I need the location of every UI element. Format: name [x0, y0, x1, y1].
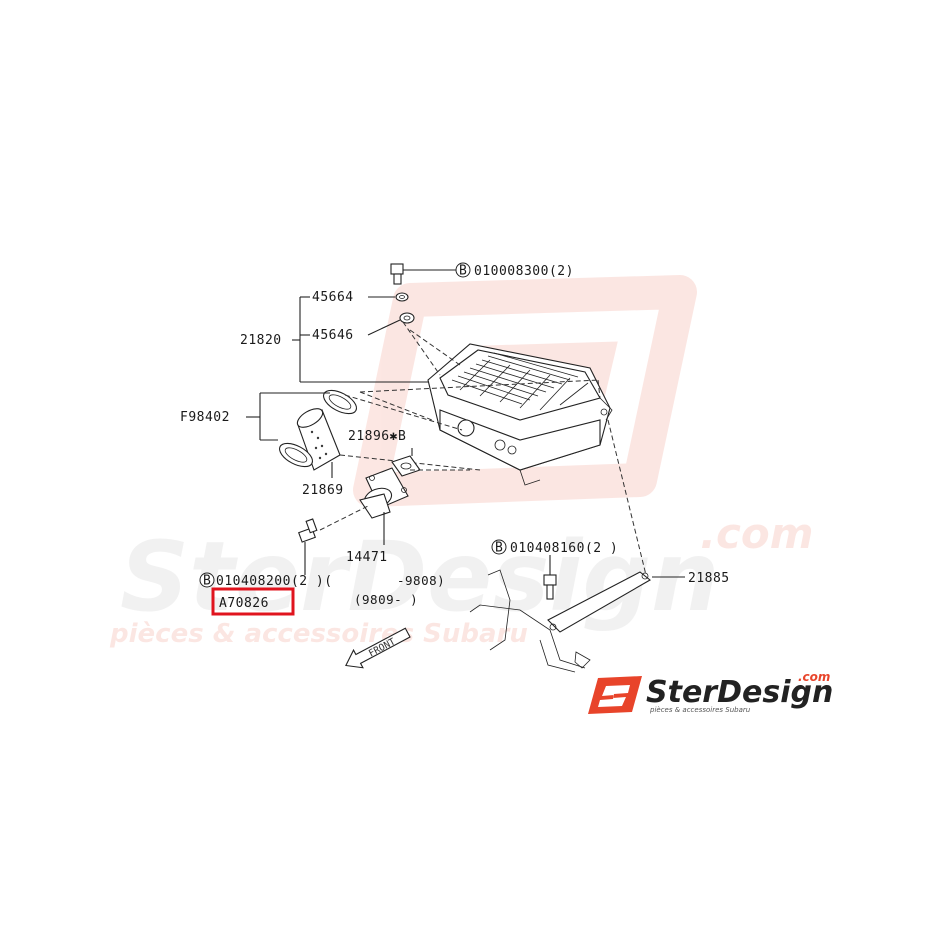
watermark-tagline: pièces & accessoires Subaru: [109, 619, 528, 649]
svg-text:B: B: [495, 541, 503, 556]
bolt-top-part: [390, 263, 456, 285]
intercooler: [427, 343, 613, 486]
bracket-21820: [292, 296, 432, 383]
label-bolt-top: 010008300(2): [474, 264, 574, 279]
label-range-2: (9809- ): [354, 592, 418, 607]
label-bolt-mid: 010408160(2 ): [510, 541, 618, 556]
label-bolt-bottom: 010408200(2 )(: [216, 574, 333, 589]
clamp-upper: [323, 389, 357, 415]
label-21896: 21896✱B: [348, 429, 406, 444]
badge-b-bottom: B: [199, 572, 215, 589]
watermark: SterDesign .com pièces & accessoires Sub…: [109, 275, 813, 649]
clamp-lower: [279, 442, 313, 468]
logo-domain: .com: [798, 670, 830, 684]
label-21885: 21885: [688, 571, 730, 586]
washer-45664: [395, 292, 409, 302]
badge-b-mid: B: [491, 539, 507, 556]
figure-code: A70826: [219, 596, 269, 611]
watermark-sd-mark: [353, 275, 697, 507]
bolt-right: [543, 555, 557, 600]
svg-text:B: B: [203, 574, 211, 589]
logo-mark: [588, 676, 642, 714]
grommet-45646: [399, 312, 415, 324]
logo: SterDesign .com pièces & accessoires Sub…: [588, 670, 833, 714]
stay-21885: [547, 571, 651, 633]
svg-text:B: B: [459, 264, 467, 279]
logo-tagline: pièces & accessoires Subaru: [649, 706, 751, 714]
label-14471: 14471: [346, 550, 388, 565]
adapter-14471: [359, 467, 409, 519]
label-f98402: F98402: [180, 410, 230, 425]
label-45664: 45664: [312, 290, 354, 305]
bolt-lower-left: [298, 518, 318, 543]
figure-code-highlight: [211, 587, 295, 616]
logo-brand: SterDesign: [646, 675, 833, 710]
watermark-domain: .com: [700, 509, 813, 558]
label-21869: 21869: [302, 483, 344, 498]
bracket-f98402: [246, 392, 330, 441]
label-45646: 45646: [312, 328, 354, 343]
label-range-1: -9808): [397, 573, 445, 588]
badge-b-top: B: [455, 262, 471, 279]
body-panel: [469, 569, 591, 673]
label-21820: 21820: [240, 333, 282, 348]
